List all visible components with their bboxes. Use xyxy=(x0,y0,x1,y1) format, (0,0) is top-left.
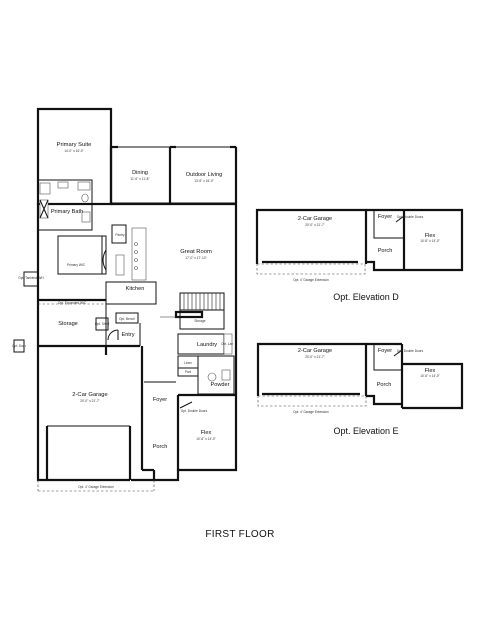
label-d-garage: 2-Car Garage xyxy=(298,216,332,222)
dims-primary-suite: 14'-0" x 16'-0" xyxy=(64,149,84,153)
label-linen: Linen xyxy=(184,361,192,365)
label-flex: Flex xyxy=(201,430,212,436)
elevation-e-plan: 2-Car Garage 20'-0" x 21'-7" Foyer Porch… xyxy=(256,342,464,436)
label-laundry: Laundry xyxy=(197,342,217,348)
label-pwd: Pwd xyxy=(185,370,191,374)
dims-great-room: 17'-0" x 17'-10" xyxy=(185,256,206,260)
label-primary-bath: Primary Bath xyxy=(51,209,83,215)
label-great-room: Great Room xyxy=(180,249,212,255)
label-foyer: Foyer xyxy=(153,397,167,403)
label-e-opt-doors: Opt. Double Doors xyxy=(397,349,424,353)
label-opt-door: Opt. Door xyxy=(12,344,27,348)
floor-title: FIRST FLOOR xyxy=(205,529,274,540)
label-primary-wic: Primary WIC xyxy=(67,263,86,267)
label-porch: Porch xyxy=(153,444,168,450)
label-opt-bench: Opt. Bench xyxy=(119,317,135,321)
dims-dining: 11'-6" x 11'-8" xyxy=(130,177,149,181)
label-e-extension: Opt. 4' Garage Extension xyxy=(293,410,329,414)
dims-d-garage: 20'-0" x 21'-7" xyxy=(305,223,325,227)
dims-2-car-garage: 20'-0" x 21'-7" xyxy=(80,399,100,403)
label-d-foyer: Foyer xyxy=(378,214,392,220)
dims-d-flex: 10'-6" x 14'-0" xyxy=(420,239,440,243)
label-outdoor-living: Outdoor Living xyxy=(186,172,222,178)
label-e-flex: Flex xyxy=(425,368,436,374)
label-d-extension: Opt. 4' Garage Extension xyxy=(293,278,329,282)
label-dining: Dining xyxy=(132,170,148,176)
label-opt-garage-extension: Opt. 4' Garage Extension xyxy=(78,485,114,489)
label-storage-small: Storage xyxy=(194,319,205,323)
label-storage: Storage xyxy=(58,321,78,327)
label-kitchen: Kitchen xyxy=(126,286,145,292)
label-e-garage: 2-Car Garage xyxy=(298,348,332,354)
label-opt-double-doors: Opt. Double Doors xyxy=(181,409,208,413)
caption-elevation-e: Opt. Elevation E xyxy=(333,426,398,436)
label-primary-suite: Primary Suite xyxy=(57,142,92,148)
label-powder: Powder xyxy=(211,382,230,388)
dims-outdoor-living: 13'-6" x 16'-0" xyxy=(194,179,214,183)
label-d-opt-doors: Opt. Double Doors xyxy=(397,215,424,219)
dims-flex: 10'-6" x 14'-0" xyxy=(196,437,216,441)
elevation-d-plan: 2-Car Garage 20'-0" x 21'-7" Foyer Porch… xyxy=(255,208,464,302)
label-e-porch: Porch xyxy=(377,382,392,388)
room-labels: Primary Suite 14'-0" x 16'-0" Dining 11'… xyxy=(12,142,233,489)
stairs xyxy=(160,292,225,330)
dims-e-garage: 20'-0" x 21'-7" xyxy=(305,355,325,359)
label-e-foyer: Foyer xyxy=(378,348,392,354)
label-entry: Entry xyxy=(121,332,134,338)
dims-e-flex: 10'-6" x 14'-0" xyxy=(420,374,440,378)
label-2-car-garage: 2-Car Garage xyxy=(72,392,107,398)
label-opt-expanded: Opt. Expanded WIC xyxy=(58,301,87,305)
label-d-porch: Porch xyxy=(378,248,393,254)
caption-elevation-d: Opt. Elevation D xyxy=(333,292,399,302)
label-opt-lav: Opt. Lav xyxy=(221,342,233,346)
main-floor-plan xyxy=(13,107,238,492)
label-opt-tankless: Opt. Tankless WH xyxy=(18,276,44,280)
label-d-flex: Flex xyxy=(425,233,436,239)
label-opt-shelf: Opt. Shelf xyxy=(95,322,109,326)
label-pantry: Pantry xyxy=(115,233,125,237)
